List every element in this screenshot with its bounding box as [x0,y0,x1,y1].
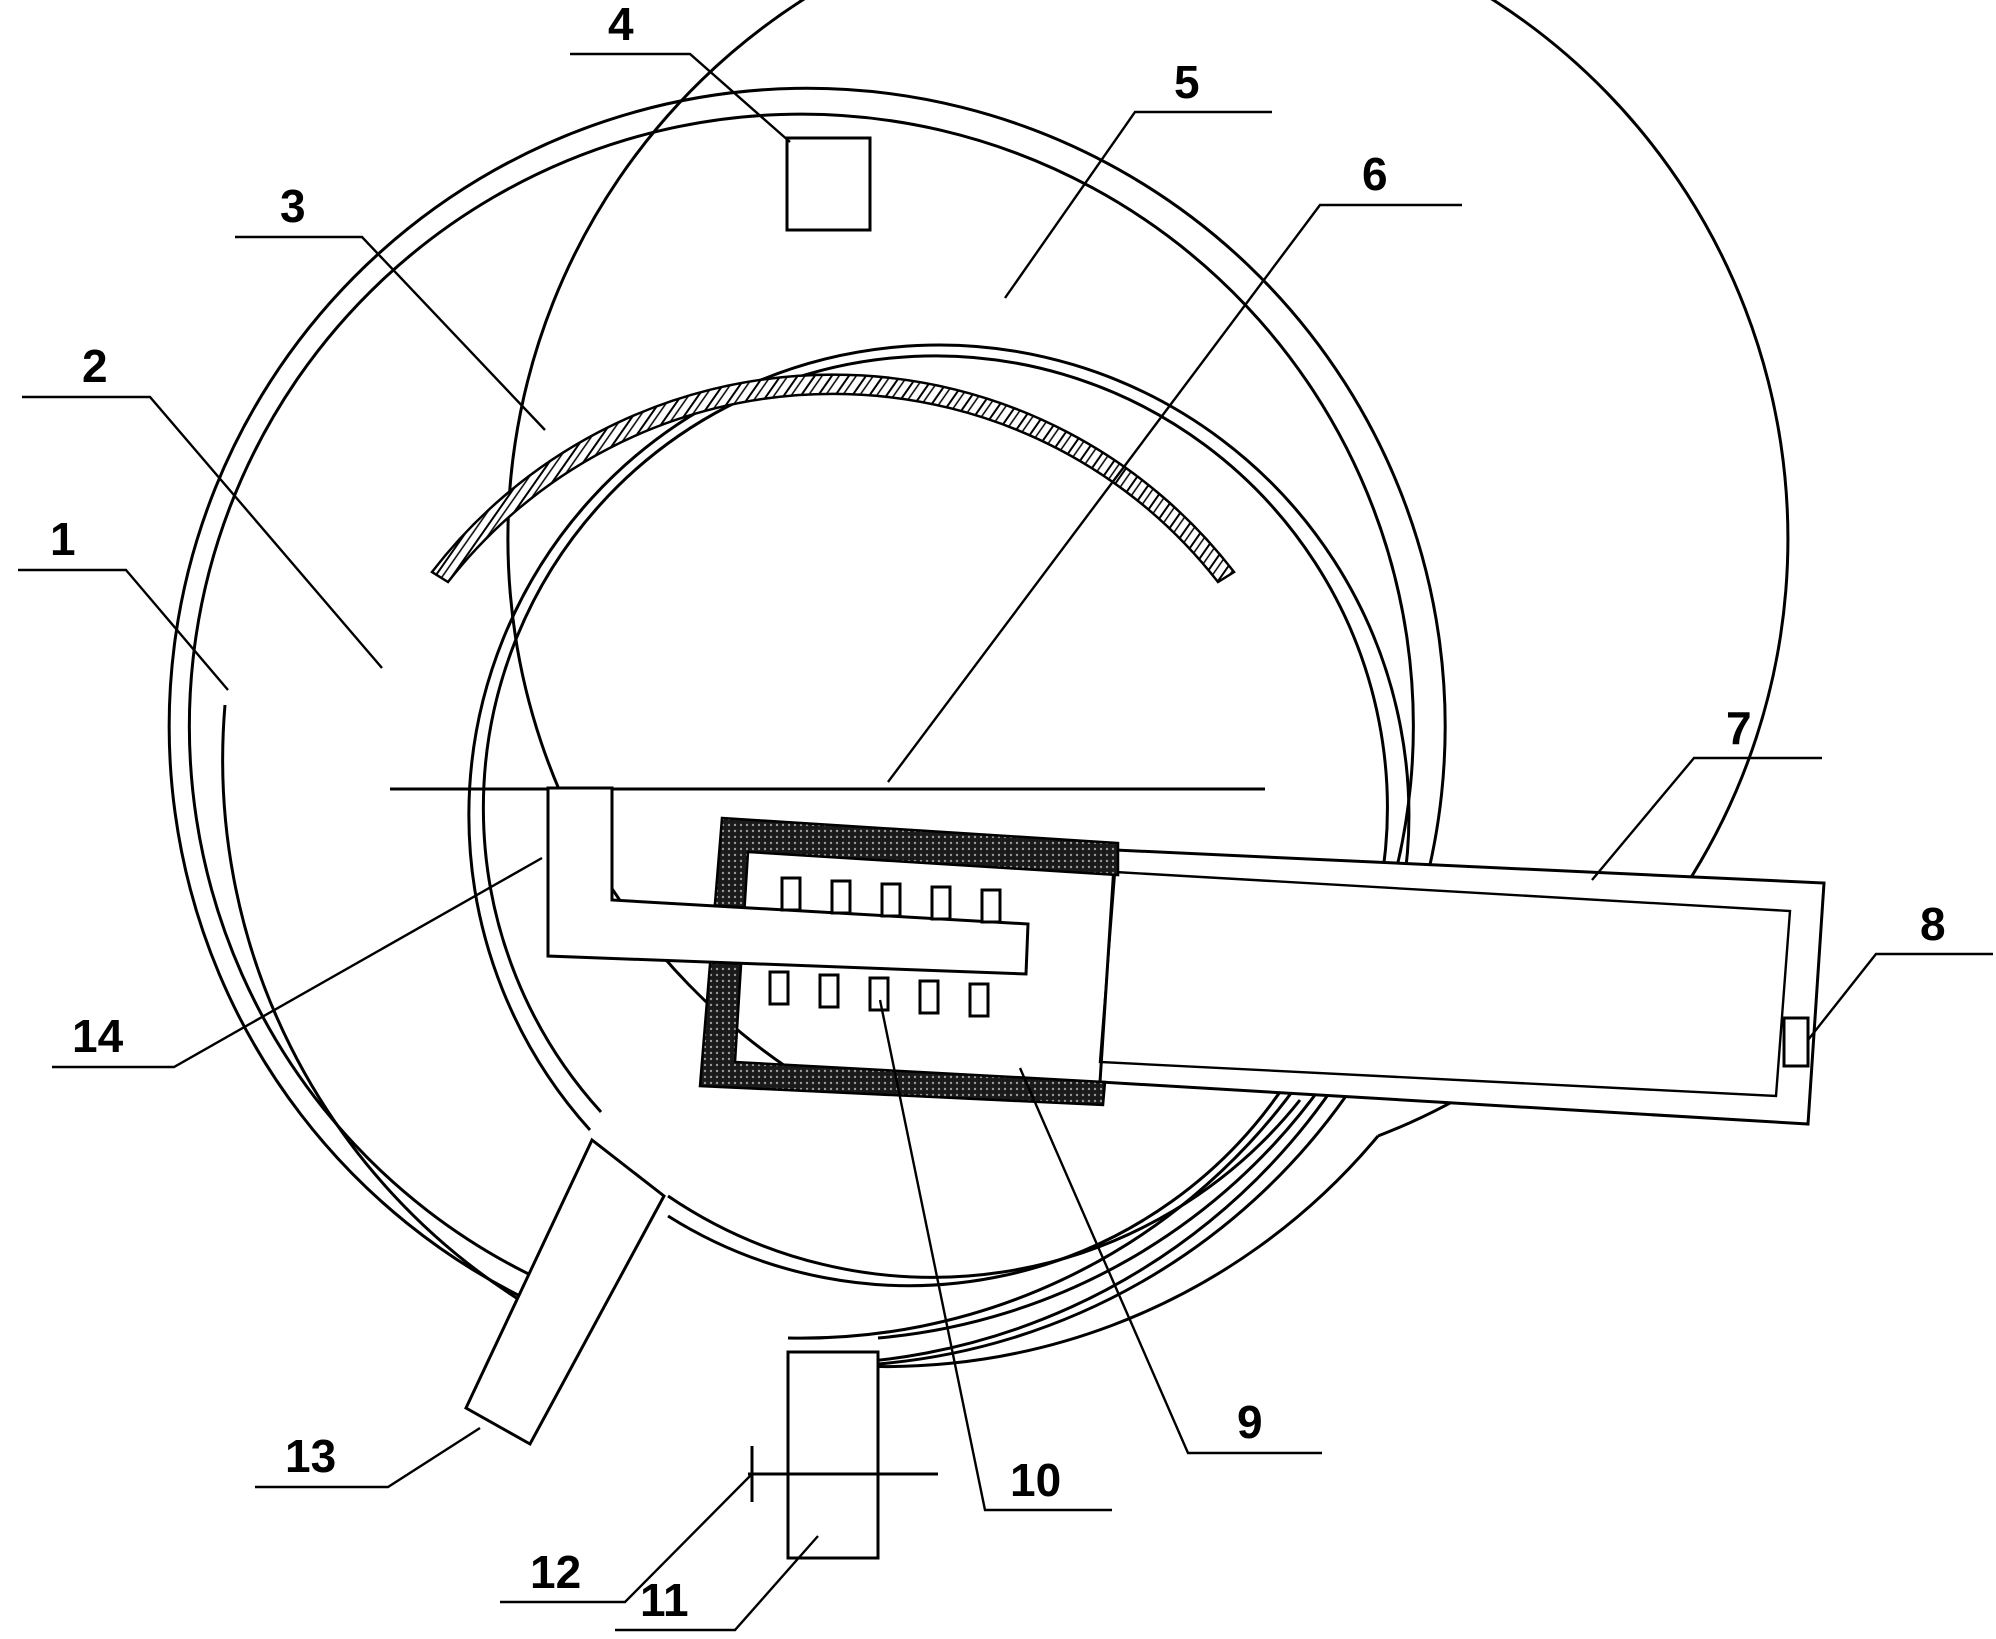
top-box [785,136,872,232]
label-14: 14 [72,1010,124,1062]
tube-end-slot [1782,1016,1810,1068]
label-5: 5 [1174,56,1200,108]
part-labels: 1 2 3 4 5 6 7 8 9 10 11 12 13 14 [50,0,1946,1626]
label-2: 2 [82,340,108,392]
leader-lines [18,52,1993,1632]
label-12: 12 [530,1546,581,1598]
tube-inner [1098,870,1792,1098]
outer-rings [167,86,1447,1366]
l-rod [546,786,1030,976]
label-1: 1 [50,513,76,565]
outer-housing [221,0,1790,1369]
label-11: 11 [640,1574,689,1626]
angled-outlet [464,1137,666,1447]
label-4: 4 [608,0,634,50]
label-7: 7 [1726,702,1752,754]
label-3: 3 [280,180,306,232]
label-10: 10 [1010,1454,1061,1506]
vertical-outlet [786,1350,880,1560]
label-8: 8 [1920,898,1946,950]
label-13: 13 [285,1430,336,1482]
label-6: 6 [1362,148,1388,200]
filter-layer [430,373,1236,584]
dotted-shell [698,816,1120,1107]
inner-cylinder [467,343,1411,1288]
comb-teeth [768,876,1002,1018]
label-9: 9 [1237,1396,1263,1448]
